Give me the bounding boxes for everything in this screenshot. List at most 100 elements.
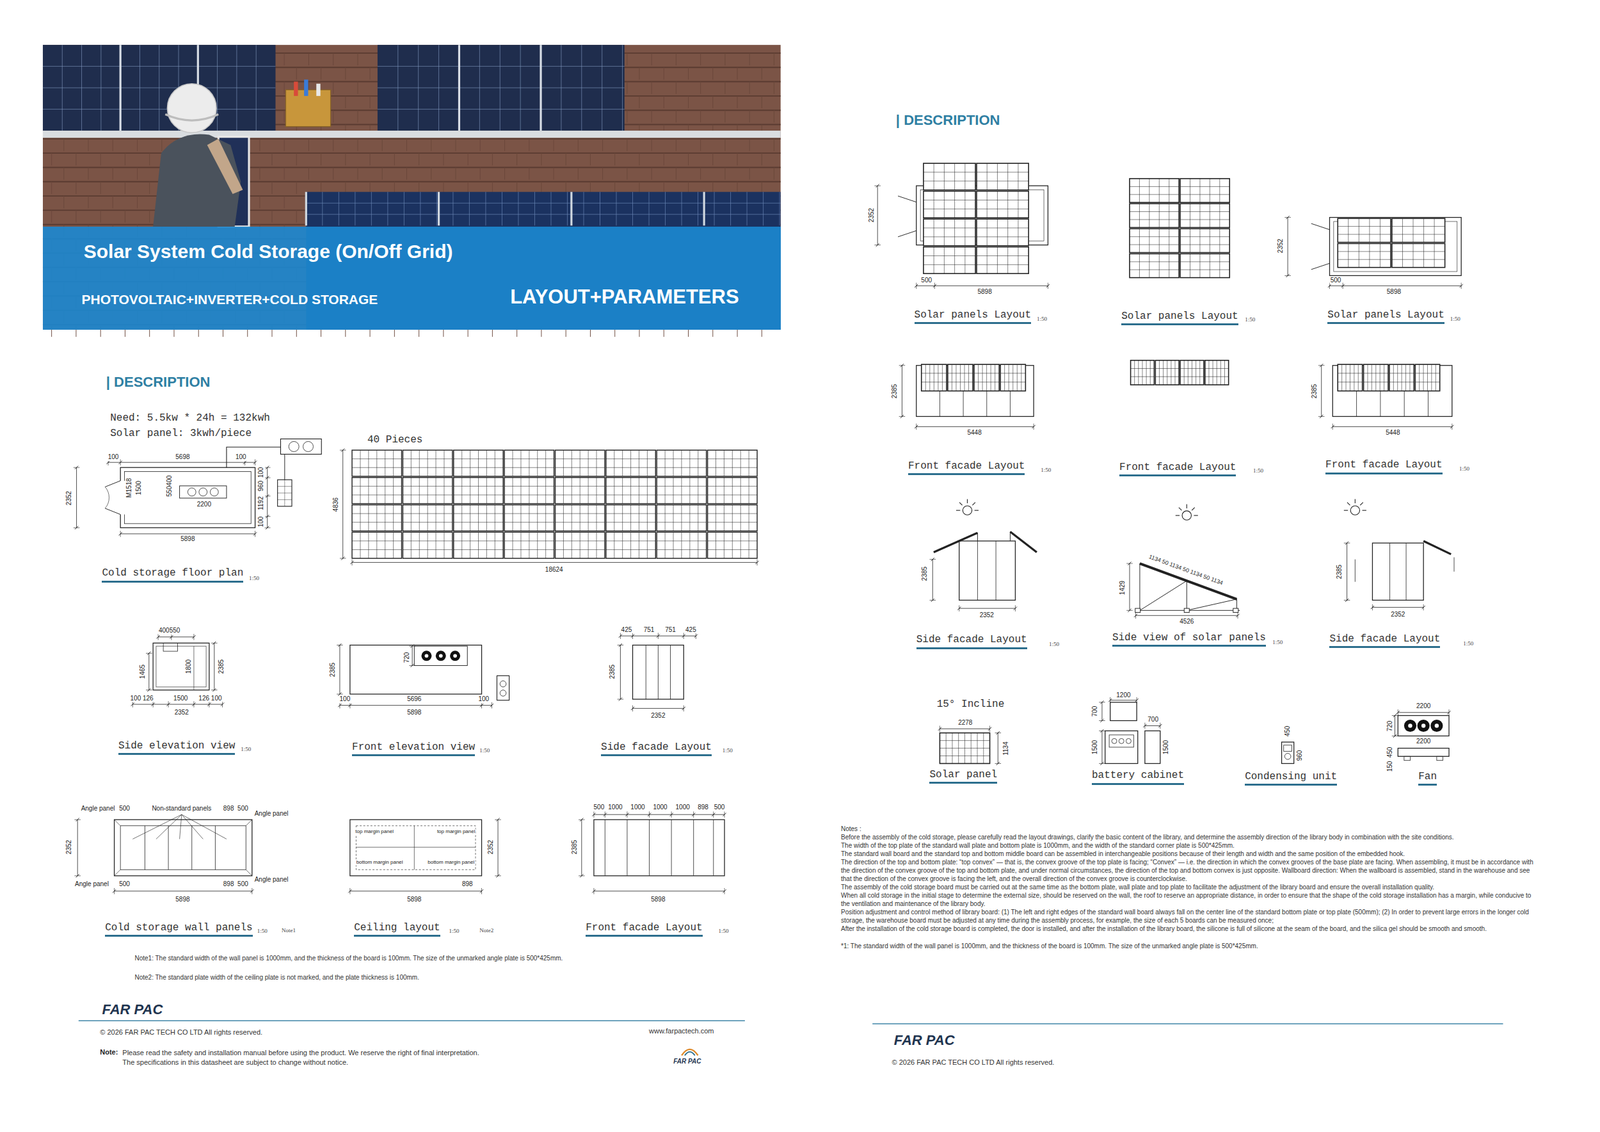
brand-logo: FAR PAC xyxy=(673,1057,701,1065)
panel-cell-line xyxy=(352,458,402,459)
panel-cell-line xyxy=(680,477,682,504)
extension-line xyxy=(491,702,493,709)
condensing-unit xyxy=(1281,741,1295,763)
panel-seam xyxy=(1009,391,1011,417)
roof-tile-joint xyxy=(651,81,653,95)
panel-cell-line xyxy=(964,218,966,246)
roof-tile-joint xyxy=(357,81,358,95)
door-leaf xyxy=(104,508,121,515)
drawing-caption: Solar panels Layout xyxy=(1121,310,1238,326)
panel-cell-line xyxy=(606,494,656,495)
panel-cell-line xyxy=(923,255,976,256)
panel-cell-line xyxy=(1219,178,1220,203)
panel-cell-line xyxy=(740,531,742,559)
dimension-label: 2385 xyxy=(891,383,900,399)
extension-line xyxy=(683,705,685,712)
panel-cell-line xyxy=(707,549,758,550)
panel-grid-line xyxy=(746,192,748,226)
dimension-line xyxy=(1144,725,1161,726)
panel-cell-line xyxy=(1413,243,1414,267)
roof-tile-joint xyxy=(112,167,114,180)
panel-cell-line xyxy=(977,364,979,391)
panel-cell-line xyxy=(1418,364,1420,391)
scale-label: 1:50 xyxy=(718,927,729,934)
panel-cell-line xyxy=(606,521,656,523)
panel-cell-line xyxy=(1209,253,1211,278)
dimension-label: 2200 xyxy=(196,500,212,509)
roof-tile-joint xyxy=(124,181,126,194)
dimension-label: 5898 xyxy=(179,535,196,543)
panel-cell-line xyxy=(528,531,530,559)
extension-line xyxy=(874,185,881,187)
roof-tile-joint xyxy=(51,209,52,223)
panel-cell-line xyxy=(352,494,402,495)
panel-cell-line xyxy=(1180,368,1204,369)
extension-line xyxy=(1098,701,1106,703)
panel-cell-line xyxy=(579,504,581,532)
panel-cell-line xyxy=(1180,244,1230,246)
panel-cell-line xyxy=(1191,360,1193,385)
cold-room-wall xyxy=(1372,542,1424,600)
solar-panel xyxy=(656,504,706,532)
door-leaf xyxy=(1311,223,1330,270)
solar-panel xyxy=(656,449,706,477)
panel-cell-line xyxy=(951,364,953,391)
note-text: After the installation of the cold stora… xyxy=(840,924,1540,933)
roof-tile-joint xyxy=(749,81,751,95)
dimension-label: 2352 xyxy=(487,839,495,855)
panel-grid-line xyxy=(485,192,486,226)
dimension-label: 700 xyxy=(1091,705,1099,718)
panel-cell-line xyxy=(740,477,742,504)
roof-tile-joint xyxy=(749,53,751,66)
panel-seam xyxy=(693,819,694,876)
fan-hub xyxy=(1434,723,1439,728)
roof-tile-joint xyxy=(761,152,763,166)
solar-panel xyxy=(1000,364,1026,391)
roof-tile-joint xyxy=(712,152,713,166)
panel-cell-line xyxy=(664,504,666,532)
fan-symbol xyxy=(499,689,507,697)
solar-panel xyxy=(453,449,504,477)
dimension-label: 5898 xyxy=(1386,288,1402,296)
panel-cell-line xyxy=(1162,360,1164,385)
dimension-label: 898 xyxy=(461,880,474,888)
panel-cell-line xyxy=(419,504,420,532)
solar-panel xyxy=(555,504,605,532)
footer-text: www.farpactech.com xyxy=(648,1026,714,1035)
solar-panel xyxy=(1130,360,1155,385)
roof-tile-joint xyxy=(540,152,542,166)
panel-cell-line xyxy=(545,531,546,559)
panel-cell-line xyxy=(461,531,463,559)
panel-cell-line xyxy=(1363,381,1389,383)
panel-cell-line xyxy=(656,458,706,459)
fan-hub xyxy=(424,653,429,658)
panel-cell-line xyxy=(656,521,706,523)
panel-cell-line xyxy=(1180,376,1204,377)
roof-tile-joint xyxy=(700,138,701,152)
panel-cell-line xyxy=(933,364,935,391)
panel-cell-line xyxy=(933,218,935,246)
drawing-caption: Front facade Layout xyxy=(1119,461,1236,477)
extension-line xyxy=(934,282,936,290)
panel-cell-line xyxy=(571,449,573,477)
extension-line xyxy=(1237,612,1238,619)
roof-tile-joint xyxy=(344,152,346,166)
panel-cell-line xyxy=(732,504,733,532)
panel-cell-line xyxy=(419,449,420,477)
panel-cell-line xyxy=(588,449,589,477)
extension-line xyxy=(120,458,121,466)
condensing-unit xyxy=(496,675,509,700)
roof-tile-joint xyxy=(688,96,689,109)
extension-line xyxy=(352,559,353,566)
panel-cell-line xyxy=(579,531,581,559)
panel-grid-line xyxy=(277,492,292,494)
panel-cell-line xyxy=(954,218,955,246)
panel-cell-line xyxy=(1208,360,1209,385)
panel-cell-line xyxy=(1155,376,1179,377)
panel-cell-line xyxy=(453,458,504,459)
panel-seam xyxy=(626,819,628,876)
panel-cell-line xyxy=(673,504,674,532)
panel-cell-line xyxy=(453,549,504,550)
corner-line xyxy=(245,869,253,876)
solar-panel xyxy=(1205,360,1229,385)
